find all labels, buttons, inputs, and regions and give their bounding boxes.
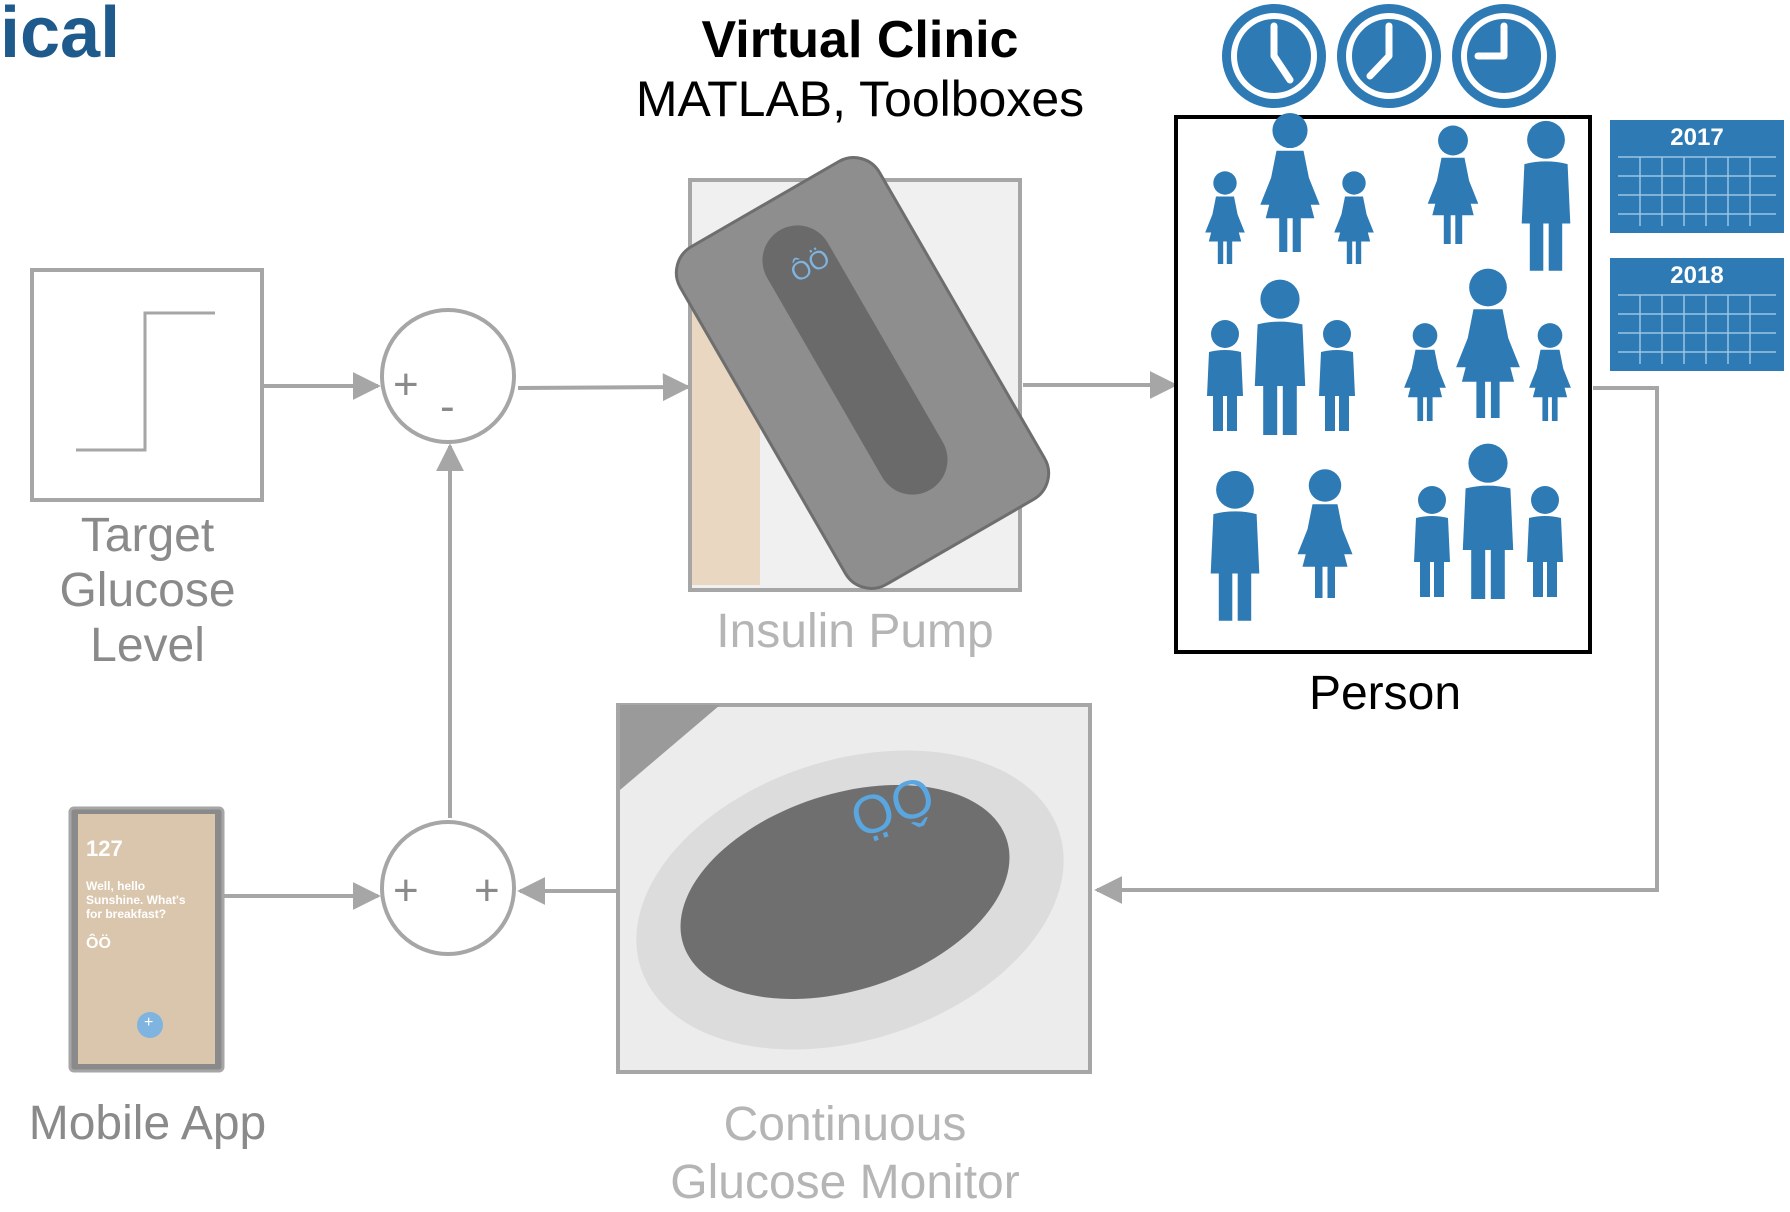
clock-icons <box>1222 4 1556 108</box>
virtual-clinic-subtitle: MATLAB, Toolboxes <box>635 71 1085 127</box>
summing-junction-top <box>380 308 516 444</box>
target-label-line-2: Glucose <box>59 564 236 618</box>
sum-top-plus: + <box>393 360 419 409</box>
mobile-app-label: Mobile App <box>28 1097 267 1150</box>
cgm-label: Continuous Glucose Monitor <box>620 1096 1070 1211</box>
target-box <box>30 268 264 502</box>
calendar-icon <box>1610 258 1784 371</box>
app-fab-label: + <box>144 1014 154 1031</box>
target-label-line-1: Target <box>80 509 215 562</box>
step-function-icon <box>76 311 215 452</box>
calendar-2017-year: 2017 <box>1670 124 1724 151</box>
app-logo-icon: ÔÖ <box>86 935 111 952</box>
calendar-2018-year: 2018 <box>1670 262 1724 289</box>
cgm-label-line-1: Continuous <box>723 1098 967 1151</box>
insulin-pump-image <box>674 156 1051 592</box>
clock-icon <box>1337 4 1441 108</box>
calendar-icon <box>1610 120 1784 233</box>
person-block <box>1174 112 1592 654</box>
page-title-fragment: ical <box>0 0 121 73</box>
insulin-pump-label: Insulin Pump <box>716 605 994 658</box>
connector-lines <box>224 371 1659 910</box>
target-glucose-label: Target Glucose Level <box>20 508 275 674</box>
target-label-line-3: Level <box>90 619 205 673</box>
target-glucose-block <box>30 268 264 502</box>
app-glucose-value: 127 <box>86 836 123 861</box>
clock-icon <box>1222 4 1326 108</box>
app-message: Well, hello Sunshine. What's for breakfa… <box>86 879 186 921</box>
clock-icon <box>1452 4 1556 108</box>
summing-junction-bottom <box>380 820 516 956</box>
mobile-app-phone <box>68 806 225 1073</box>
sum-top-minus: - <box>440 382 455 431</box>
cgm-image <box>616 703 1092 1074</box>
virtual-clinic-title: Virtual Clinic <box>701 11 1019 69</box>
cgm-label-line-2: Glucose Monitor <box>670 1155 1020 1209</box>
app-add-button <box>137 1012 163 1038</box>
calendar-icons <box>1610 120 1784 371</box>
sum-bottom-plus-right: + <box>474 866 500 915</box>
person-label: Person <box>1308 667 1462 720</box>
sum-bottom-plus-left: + <box>393 866 419 915</box>
